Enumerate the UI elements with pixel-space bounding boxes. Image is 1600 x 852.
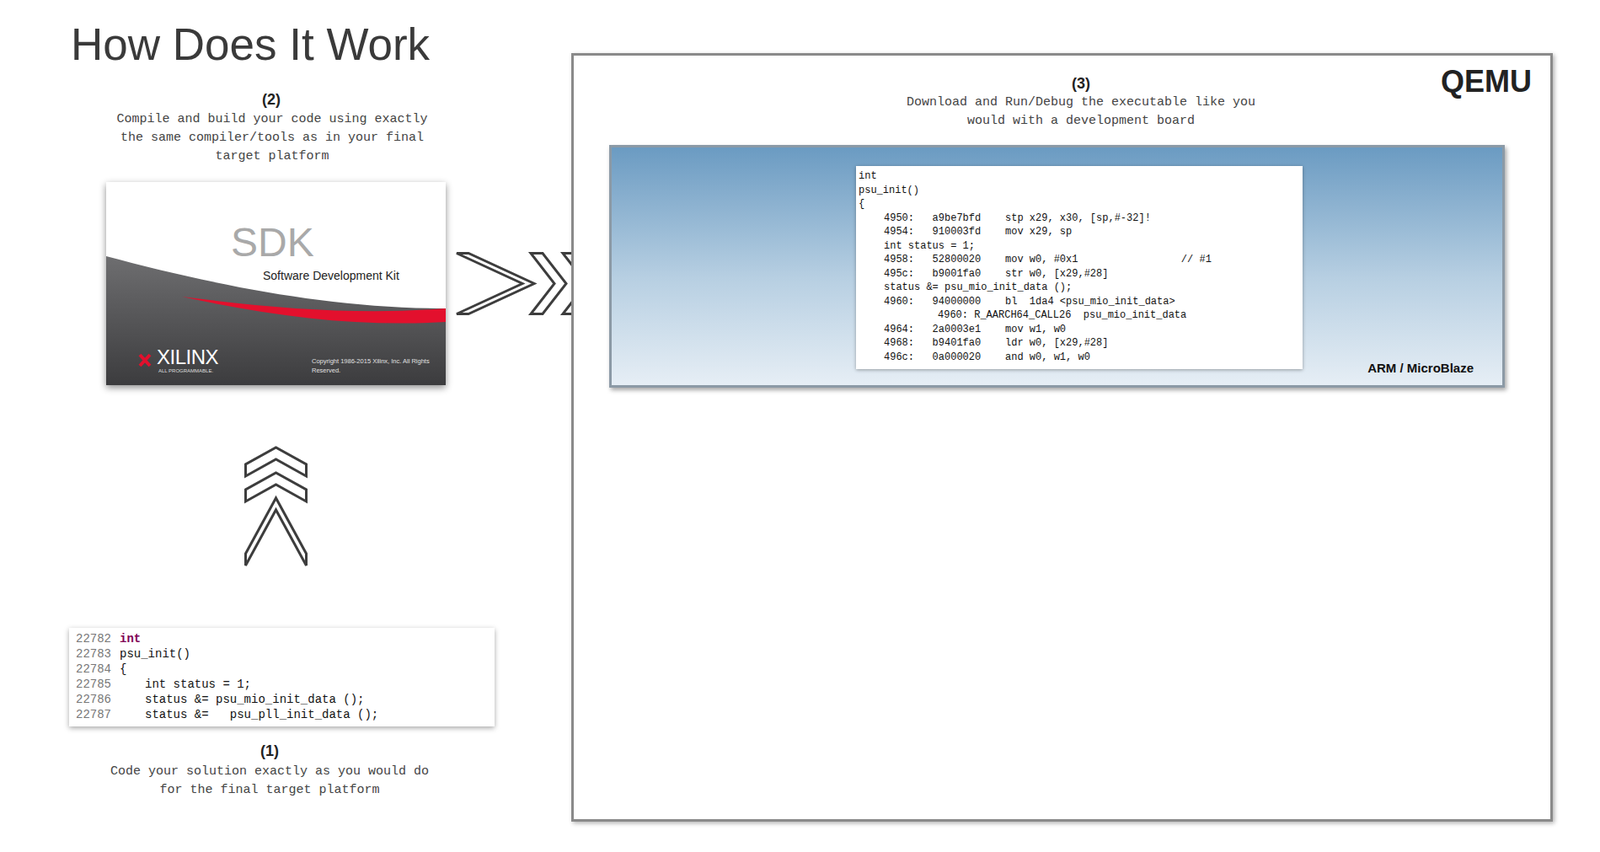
disassembly-line: 495c: b9001fa0 str w0, [x29,#28] [858, 267, 1301, 282]
disassembly-line: { [858, 197, 1301, 212]
disassembly-line: int status = 1; [858, 239, 1301, 254]
emulator-name: QEMU [1440, 64, 1532, 100]
brand-logo: XILINX [156, 345, 219, 370]
code-line: status &= psu_mio_init_data (); [119, 692, 488, 707]
disassembly-line: 4950: a9be7bfd stp x29, x30, [sp,#-32]! [858, 211, 1301, 226]
code-line: { [119, 662, 488, 677]
chevron [246, 447, 307, 477]
callout-number: (1) [227, 742, 312, 760]
qemu-box: intpsu_init(){4950: a9be7bfd stp x29, x3… [571, 53, 1553, 822]
code-line: int [119, 631, 488, 647]
code-line: status &= psu_pll_init_data (); [119, 707, 488, 723]
callout-number: (3) [1038, 74, 1124, 93]
line-number: 22784 [75, 662, 120, 677]
disassembly-line: status &= psu_mio_init_data (); [858, 280, 1301, 295]
chevron [246, 472, 307, 502]
line-number: 22786 [75, 692, 120, 707]
step-description: Download and Run/Debug the executable li… [904, 93, 1258, 131]
code-line: int status = 1; [119, 677, 488, 692]
disassembly-line: 4954: 910003fd mov x29, sp [858, 224, 1301, 240]
code-line: psu_init() [119, 647, 488, 662]
target-cpu-panel: intpsu_init(){4950: a9be7bfd stp x29, x3… [609, 144, 1505, 388]
disassembly-line: 496c: 0a000020 and w0, w1, w0 [858, 350, 1301, 365]
disassembly-line: 4960: 94000000 bl 1da4 <psu_mio_init_dat… [858, 294, 1301, 310]
chevron-arrow [246, 447, 307, 566]
chevron [456, 253, 535, 315]
source-code-box: 22782int22783psu_init()22784{22785int st… [69, 627, 495, 727]
line-number: 22783 [75, 647, 120, 662]
disassembly-box: intpsu_init(){4950: a9be7bfd stp x29, x3… [856, 165, 1303, 370]
chevron [530, 253, 567, 315]
red-swoosh [181, 296, 446, 324]
cpu-label: ARM / MicroBlaze [1367, 360, 1474, 375]
disassembly-line: 4960: R_AARCH64_CALL26 psu_mio_init_data [858, 308, 1301, 323]
step-description: Compile and build your code using exactl… [107, 110, 438, 166]
disassembly-line: 4968: b9401fa0 ldr w0, [x29,#28] [858, 336, 1301, 351]
product-name: SDK [230, 219, 315, 266]
sdk-splash: SDK Software Development KitXILINXALL PRO… [106, 181, 446, 386]
line-number: 22787 [75, 707, 120, 723]
step-description: Code your solution exactly as you would … [101, 762, 439, 800]
callout-number: (2) [229, 90, 314, 109]
disassembly-line: int [858, 169, 1301, 184]
line-number: 22785 [75, 677, 120, 692]
grey-band [106, 256, 446, 386]
copyright-notice: Copyright 1986-2015 Xilinx, Inc. All Rig… [311, 356, 430, 375]
line-number: 22782 [75, 631, 120, 647]
product-subtitle: Software Development Kit [262, 268, 400, 283]
chevron [246, 497, 307, 566]
slide-title: How Does It Work [70, 18, 430, 70]
disassembly-line: 4964: 2a0003e1 mov w1, w0 [858, 322, 1301, 338]
code-grid: 22782int22783psu_init()22784{22785int st… [75, 631, 488, 723]
disassembly-line: 4958: 52800020 mov w0, #0x1 // #1 [858, 252, 1301, 268]
xilinx-logo-mark [139, 354, 150, 366]
brand-tagline: ALL PROGRAMMABLE. [158, 368, 214, 374]
disassembly-line: psu_init() [858, 183, 1301, 198]
